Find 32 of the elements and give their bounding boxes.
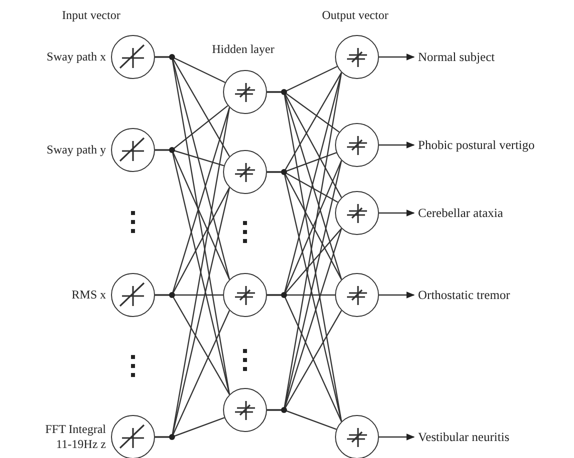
output-class-label: Vestibular neuritis bbox=[418, 429, 510, 445]
input-label: Sway path y bbox=[46, 142, 106, 158]
neuron-circle bbox=[335, 273, 379, 317]
output-class-label: Phobic postural vertigo bbox=[418, 137, 535, 153]
connection-line bbox=[267, 294, 342, 422]
neuron-circle bbox=[335, 35, 379, 79]
arrow bbox=[379, 142, 415, 148]
neuron-circle bbox=[223, 388, 267, 432]
connection-line bbox=[155, 294, 230, 395]
neuron-circle bbox=[335, 191, 379, 235]
arrow bbox=[379, 210, 415, 216]
connection-line bbox=[155, 149, 230, 395]
output-class-label: Orthostatic tremor bbox=[418, 287, 510, 303]
arrow bbox=[379, 434, 415, 440]
layer-heading: Output vector bbox=[322, 8, 388, 23]
input-label: RMS x bbox=[70, 288, 106, 302]
layer-heading: Hidden layer bbox=[212, 42, 274, 57]
input-label: Sway path x bbox=[46, 50, 106, 64]
connection-line bbox=[267, 409, 337, 430]
input-label: FFT Integral 11-19Hz z bbox=[44, 422, 106, 452]
neuron-circle bbox=[223, 273, 267, 317]
neuron-circle bbox=[335, 415, 379, 458]
arrow bbox=[379, 54, 415, 60]
output-class-label: Normal subject bbox=[418, 49, 495, 65]
connection-line bbox=[155, 56, 230, 395]
arrow bbox=[379, 292, 415, 298]
connection-line bbox=[155, 417, 225, 438]
neuron-circle bbox=[223, 150, 267, 194]
neuron-circle bbox=[223, 70, 267, 114]
neuron-circle bbox=[335, 123, 379, 167]
layer-heading: Input vector bbox=[62, 8, 120, 23]
output-class-label: Cerebellar ataxia bbox=[418, 205, 504, 221]
